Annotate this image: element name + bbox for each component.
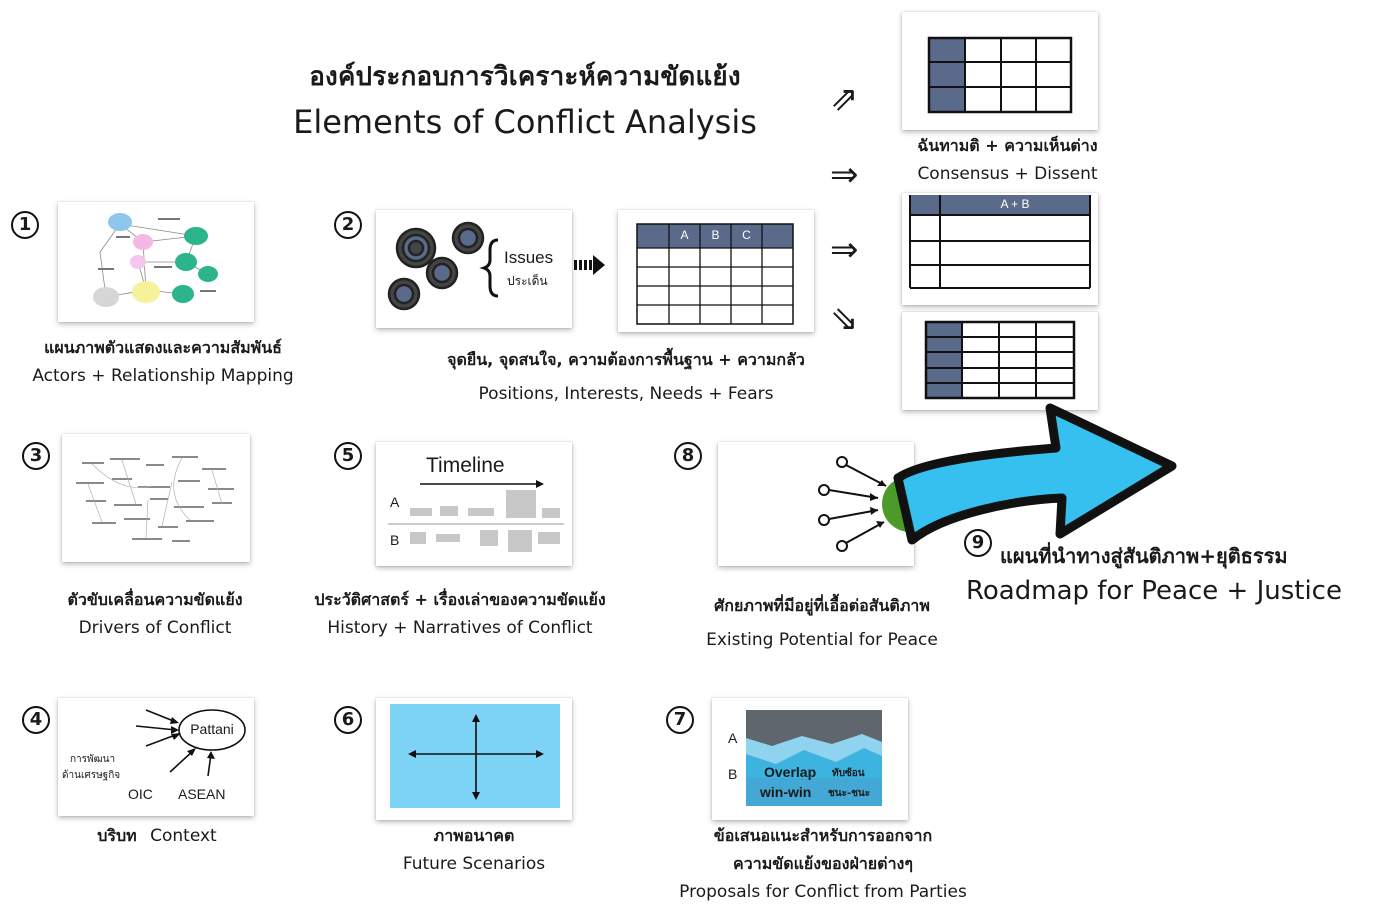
consensus-caption: ฉันทามติ + ความเห็นต่าง Consensus + Diss… [880, 132, 1135, 188]
item6-english: Future Scenarios [402, 854, 546, 874]
item4-thai: บริบท [97, 826, 137, 845]
number-badge-3: 3 [22, 442, 50, 470]
proposals-graphic [746, 710, 882, 806]
item7-thai-line1: ข้อเสนอแนะสำหรับการออกจาก [713, 826, 933, 845]
row-b-label: B [390, 532, 400, 548]
title-english: Elements of Conflict Analysis [293, 103, 757, 141]
item5-thai: ประวัติศาสตร์ + เรื่องเล่าของความขัดแย้ง [314, 590, 606, 609]
overlap-thai-label: ทับซ้อน [832, 768, 865, 779]
number-badge-9: 9 [964, 529, 992, 557]
item1-thai: แผนภาพตัวแสดงและความสัมพันธ์ [44, 338, 282, 357]
proposals-image: A B Overlap ทับซ้อน win-win ชนะ-ชนะ [712, 698, 908, 820]
actor-network-graphic [93, 213, 218, 307]
item1-english: Actors + Relationship Mapping [32, 366, 294, 386]
consensus-table-2: A + B [902, 193, 1098, 305]
consensus-grid-2 [909, 195, 1091, 289]
item8-thai: ศักยภาพที่มีอยู่ที่เอื้อต่อสันติภาพ [714, 596, 930, 615]
timeline-graphic [388, 480, 564, 552]
roadmap-arrow-icon [884, 394, 1184, 554]
col-c-label: C [742, 228, 751, 242]
consensus-english: Consensus + Dissent [917, 164, 1098, 184]
page-title: องค์ประกอบการวิเคราะห์ความขัดแย้ง Elemen… [260, 56, 790, 141]
right-arrow-icon-1: ⇒ [830, 155, 859, 195]
item2-caption: จุดยืน, จุดสนใจ, ความต้องการพื้นฐาน + คว… [406, 346, 846, 408]
number-badge-7: 7 [666, 706, 694, 734]
item7-caption: ข้อเสนอแนะสำหรับการออกจาก ความขัดแย้งของ… [660, 822, 986, 906]
pinf-table-grid [636, 223, 794, 325]
number-badge-2: 2 [334, 211, 362, 239]
number-badge-5: 5 [334, 442, 362, 470]
item4-english: Context [150, 826, 217, 846]
timeline-label: Timeline [426, 454, 505, 477]
number-badge-4: 4 [22, 706, 50, 734]
item6-caption: ภาพอนาคต Future Scenarios [364, 822, 584, 878]
title-thai: องค์ประกอบการวิเคราะห์ความขัดแย้ง [309, 62, 741, 92]
number-badge-8: 8 [674, 442, 702, 470]
item7-thai-line2: ความขัดแย้งของฝ่ายต่างๆ [733, 854, 913, 873]
right-arrow-icon-2: ⇒ [830, 230, 859, 270]
diagonal-down-arrow-icon: ⇘ [830, 299, 859, 339]
issues-circles-graphic [387, 221, 499, 311]
proposal-row-a: A [728, 730, 738, 746]
economic-dev-label-1: การพัฒนา [70, 754, 116, 765]
winwin-thai-label: ชนะ-ชนะ [828, 788, 871, 799]
item8-caption: ศักยภาพที่มีอยู่ที่เอื้อต่อสันติภาพ Exis… [680, 592, 964, 654]
row-a-label: A [390, 494, 400, 510]
timeline-image: Timeline A B [376, 442, 572, 566]
scenarios-graphic [390, 704, 560, 808]
consensus-grid-3 [924, 320, 1076, 400]
col-b-label: B [711, 228, 720, 242]
scenarios-image [376, 698, 572, 820]
consensus-table-3 [902, 312, 1098, 410]
item4-caption: บริบท Context [62, 822, 252, 850]
issues-to-table-arrow-icon [574, 254, 606, 280]
consensus-grid-1 [927, 36, 1073, 114]
merged-label: A + B [1000, 197, 1030, 211]
winwin-label: win-win [760, 784, 812, 800]
number-badge-1: 1 [11, 211, 39, 239]
proposal-row-b: B [728, 766, 738, 782]
asean-label: ASEAN [178, 786, 226, 802]
context-graphic [135, 709, 246, 777]
consensus-thai: ฉันทามติ + ความเห็นต่าง [917, 136, 1098, 155]
oic-label: OIC [128, 786, 153, 802]
actor-mapping-image [58, 202, 254, 322]
item3-english: Drivers of Conflict [78, 618, 232, 638]
item2-english: Positions, Interests, Needs + Fears [478, 384, 774, 404]
item5-caption: ประวัติศาสตร์ + เรื่องเล่าของความขัดแย้ง… [298, 586, 622, 642]
item2-thai: จุดยืน, จุดสนใจ, ความต้องการพื้นฐาน + คว… [447, 350, 805, 369]
item5-english: History + Narratives of Conflict [327, 618, 593, 638]
issues-label: Issues [504, 248, 554, 267]
number-badge-6: 6 [334, 706, 362, 734]
issues-image: Issues ประเด็น [376, 210, 572, 328]
pattani-label: Pattani [190, 721, 234, 737]
pinf-table-image: A B C [618, 210, 814, 332]
item9-thai: แผนที่นำทางสู่สันติภาพ+ยุติธรรม [1000, 544, 1288, 568]
diagonal-up-arrow-icon: ⇗ [830, 79, 859, 119]
drivers-image [62, 434, 250, 562]
item9-english: Roadmap for Peace + Justice [966, 576, 1342, 606]
item3-thai: ตัวขับเคลื่อนความขัดแย้ง [67, 590, 243, 609]
item3-caption: ตัวขับเคลื่อนความขัดแย้ง Drivers of Conf… [20, 586, 290, 642]
item1-caption: แผนภาพตัวแสดงและความสัมพันธ์ Actors + Re… [8, 334, 318, 390]
col-a-label: A [680, 228, 689, 242]
issues-thai-label: ประเด็น [507, 274, 548, 288]
context-image: Pattani การพัฒนา ด้านเศรษฐกิจ OIC ASEAN [58, 698, 254, 816]
item7-english: Proposals for Conflict from Parties [679, 882, 967, 902]
overlap-label: Overlap [764, 764, 817, 780]
drivers-graphic [76, 456, 234, 542]
economic-dev-label-2: ด้านเศรษฐกิจ [62, 770, 121, 781]
item6-thai: ภาพอนาคต [433, 826, 515, 845]
item8-english: Existing Potential for Peace [706, 630, 938, 650]
consensus-table-1 [902, 12, 1098, 130]
